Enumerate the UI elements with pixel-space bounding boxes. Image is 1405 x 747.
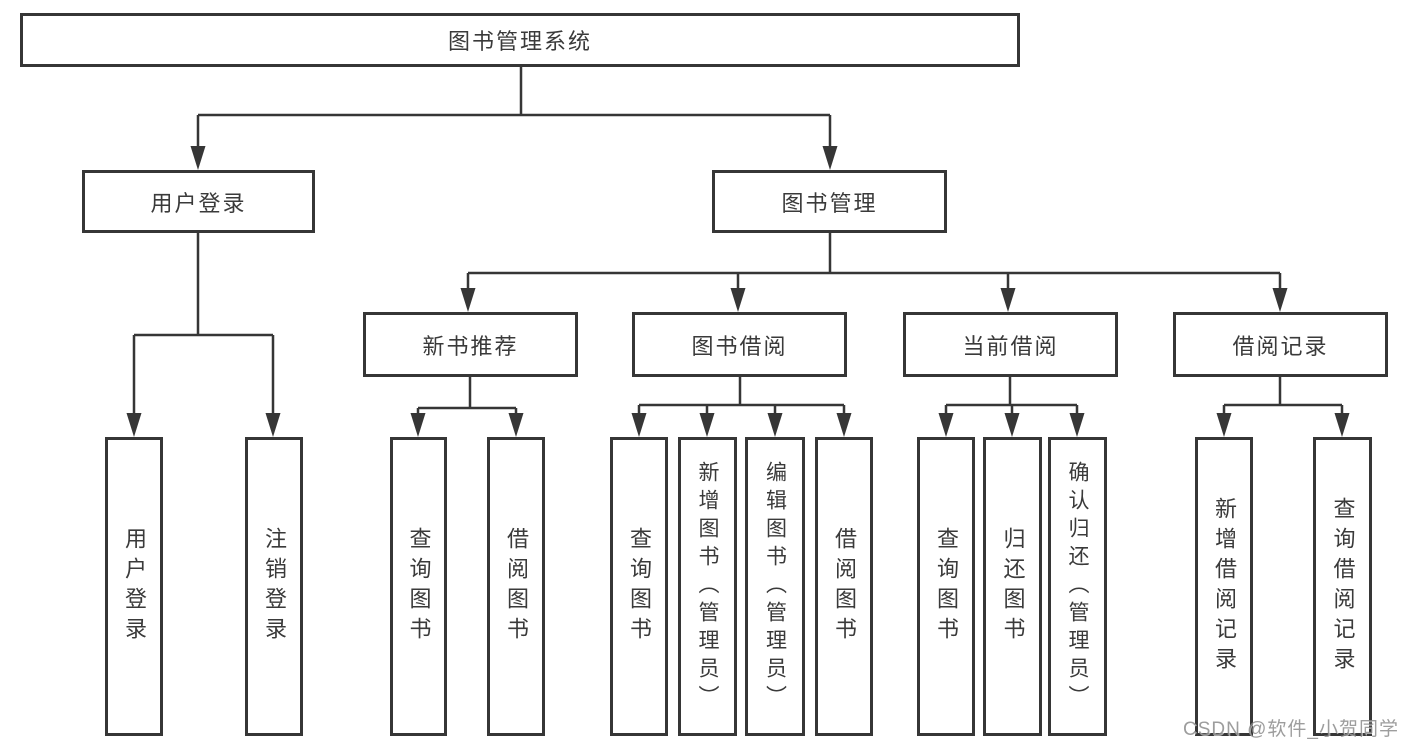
leaf-cb-return: 归还图书: [983, 437, 1042, 736]
leaf-bb-add: 新增图书（管理员）: [678, 437, 737, 736]
leaf-nbr-borrow: 借阅图书: [487, 437, 545, 736]
leaf-login: 用户登录: [105, 437, 163, 736]
connector-bookmgmt-to-level2: [466, 233, 1282, 291]
node-new-book-rec: 新书推荐: [363, 312, 578, 377]
leaf-login-label: 用户登录: [122, 526, 147, 647]
node-user-login-label: 用户登录: [150, 190, 247, 216]
leaf-cb-query-label: 查询图书: [934, 526, 959, 647]
node-book-borrow: 图书借阅: [632, 312, 847, 377]
node-book-borrow-label: 图书借阅: [691, 333, 788, 359]
leaf-br-query: 查询借阅记录: [1313, 437, 1372, 736]
leaf-bb-edit-label: 编辑图书（管理员）: [763, 460, 787, 713]
leaf-logout-label: 注销登录: [262, 526, 287, 647]
leaf-bb-edit: 编辑图书（管理员）: [745, 437, 805, 736]
connector-root-to-level1: [196, 67, 832, 150]
node-book-mgmt-label: 图书管理: [781, 190, 878, 216]
watermark: CSDN @软件_小贺同学: [1183, 719, 1399, 740]
connector-bookborrow-to-leaves: [637, 377, 846, 416]
leaf-bb-query: 查询图书: [610, 437, 668, 736]
leaf-br-add: 新增借阅记录: [1195, 437, 1253, 736]
node-borrow-record: 借阅记录: [1173, 312, 1388, 377]
connector-userlogin-to-leaves: [132, 233, 275, 416]
leaf-nbr-borrow-label: 借阅图书: [504, 526, 529, 647]
arrowheads: [126, 146, 1350, 437]
leaf-cb-query: 查询图书: [917, 437, 975, 736]
connector-newbookrec-to-leaves: [416, 377, 518, 416]
node-book-mgmt: 图书管理: [712, 170, 947, 233]
node-current-borrow-label: 当前借阅: [962, 333, 1059, 359]
connector-borrowrecord-to-leaves: [1222, 377, 1344, 416]
node-user-login: 用户登录: [82, 170, 315, 233]
leaf-cb-confirm: 确认归还（管理员）: [1048, 437, 1107, 736]
node-root: 图书管理系统: [20, 13, 1020, 67]
node-new-book-rec-label: 新书推荐: [422, 333, 519, 359]
leaf-cb-return-label: 归还图书: [1000, 526, 1026, 647]
leaf-bb-add-label: 新增图书（管理员）: [696, 460, 719, 713]
leaf-br-query-label: 查询借阅记录: [1330, 496, 1356, 677]
leaf-bb-borrow: 借阅图书: [815, 437, 873, 736]
leaf-bb-query-label: 查询图书: [627, 526, 652, 647]
node-root-label: 图书管理系统: [447, 29, 592, 54]
connector-currentborrow-to-leaves: [944, 377, 1079, 416]
node-borrow-record-label: 借阅记录: [1232, 333, 1329, 359]
leaf-cb-confirm-label: 确认归还（管理员）: [1066, 460, 1089, 713]
leaf-logout: 注销登录: [245, 437, 303, 736]
leaf-nbr-query: 查询图书: [390, 437, 447, 736]
node-current-borrow: 当前借阅: [903, 312, 1118, 377]
leaf-bb-borrow-label: 借阅图书: [832, 526, 857, 647]
leaf-nbr-query-label: 查询图书: [406, 526, 432, 647]
leaf-br-add-label: 新增借阅记录: [1212, 496, 1237, 677]
